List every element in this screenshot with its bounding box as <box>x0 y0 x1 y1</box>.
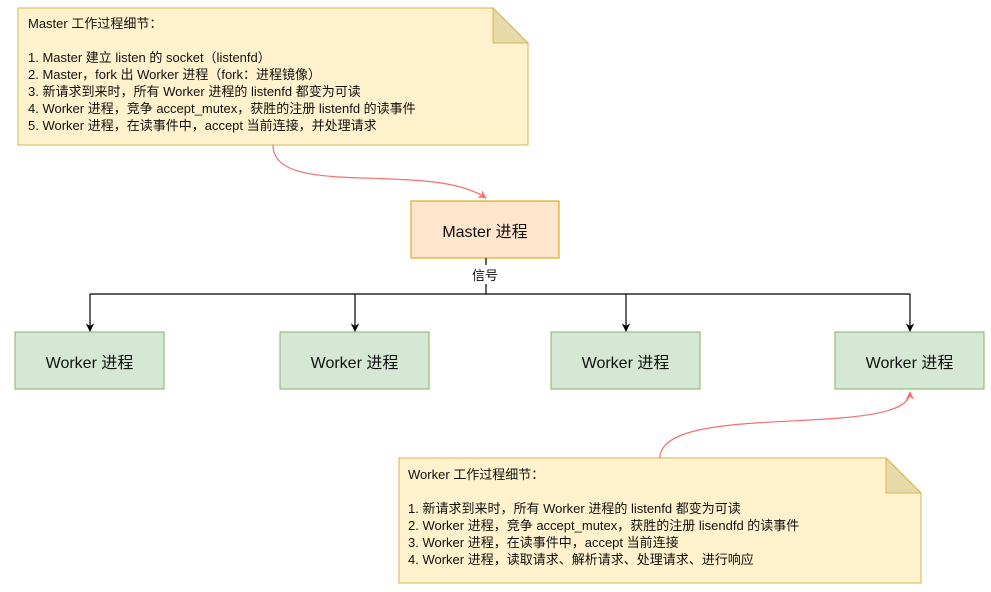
master-note-item: 4. Worker 进程，竞争 accept_mutex，获胜的注册 liste… <box>28 101 416 116</box>
worker-box-label-1: Worker 进程 <box>45 354 134 372</box>
master-note-item: 5. Worker 进程，在读事件中，accept 当前连接，并处理请求 <box>28 118 377 133</box>
master-note-item: 2. Master，fork 出 Worker 进程（fork：进程镜像） <box>28 67 322 82</box>
worker-note-title: Worker 工作过程细节： <box>408 467 545 482</box>
worker-note-item: 3. Worker 进程，在读事件中，accept 当前连接 <box>408 535 679 550</box>
signal-connectors <box>85 258 915 332</box>
master-note-item: 3. 新请求到来时，所有 Worker 进程的 listenfd 都变为可读 <box>28 84 361 99</box>
worker-box-1 <box>14 331 165 390</box>
master-note-fold <box>492 6 530 44</box>
worker-note-shape <box>398 456 923 584</box>
worker-note-item: 4. Worker 进程，读取请求、解析请求、处理请求、进行响应 <box>408 552 754 567</box>
worker-box-label-3: Worker 进程 <box>581 354 670 372</box>
worker-box-3 <box>550 331 701 390</box>
worker-box-2 <box>279 331 430 390</box>
worker-box-label-2: Worker 进程 <box>310 354 399 372</box>
worker-note: Worker 工作过程细节： 1. 新请求到来时，所有 Worker 进程的 l… <box>408 466 799 568</box>
master-note-title: Master 工作过程细节： <box>28 16 163 31</box>
worker-note-item: 1. 新请求到来时，所有 Worker 进程的 listenfd 都变为可读 <box>408 501 741 516</box>
master-note-item: 1. Master 建立 listen 的 socket（listenfd） <box>28 50 271 65</box>
worker-note-fold <box>885 456 923 494</box>
worker-note-link <box>659 391 915 459</box>
master-box-label: Master 进程 <box>442 223 528 241</box>
signal-label: 信号 <box>470 265 501 284</box>
worker-box-4 <box>834 331 985 390</box>
master-note-link <box>272 144 487 199</box>
master-note-shape <box>17 6 530 146</box>
master-box <box>410 200 560 259</box>
worker-box-label-4: Worker 进程 <box>865 354 954 372</box>
worker-note-item: 2. Worker 进程，竞争 accept_mutex，获胜的注册 lisen… <box>408 518 800 533</box>
master-note: Master 工作过程细节： 1. Master 建立 listen 的 soc… <box>28 15 416 134</box>
